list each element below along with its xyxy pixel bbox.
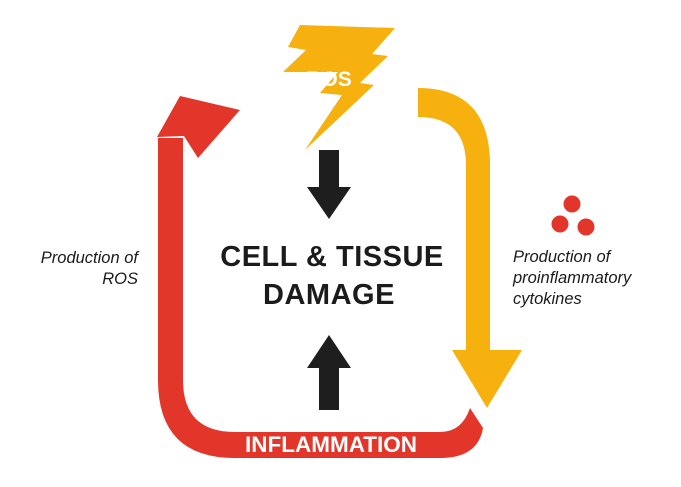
cell-tissue-damage-line2: DAMAGE [263, 279, 395, 311]
ros-lightning-bolt-icon: ROS [283, 25, 395, 150]
cytokine-dots-icon [551, 195, 595, 236]
right-edge-label-line2: proinflammatory [512, 269, 633, 287]
arrow-down-icon [307, 150, 351, 219]
arrow-up-icon [307, 335, 351, 410]
inflammation-label: INFLAMMATION [245, 432, 417, 457]
yellow-cycle-arrow [418, 88, 522, 408]
right-edge-label-line1: Production of [513, 248, 613, 266]
left-edge-label-line2: ROS [102, 270, 138, 288]
right-edge-label-line3: cytokines [513, 290, 582, 308]
ros-label: ROS [306, 68, 352, 91]
red-cycle-arrow [157, 96, 483, 458]
cell-tissue-damage-line1: CELL & TISSUE [220, 241, 444, 273]
left-edge-label-line1: Production of [41, 249, 141, 267]
